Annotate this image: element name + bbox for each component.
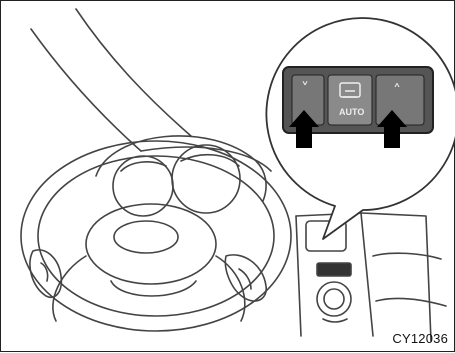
dash-top-line bbox=[141, 147, 271, 171]
up-arrow-button-icon: ˄ bbox=[393, 83, 401, 99]
auto-label: AUTO bbox=[339, 107, 364, 117]
instrument-cluster-hood bbox=[96, 136, 266, 201]
windshield-line bbox=[31, 29, 141, 151]
a-pillar-line bbox=[76, 9, 191, 136]
down-arrow-button-icon: ˅ bbox=[301, 81, 309, 97]
steering-wheel-icon bbox=[21, 141, 291, 331]
figure-caption-code: CY12036 bbox=[392, 331, 448, 346]
climate-control-switch-icon bbox=[317, 263, 351, 276]
